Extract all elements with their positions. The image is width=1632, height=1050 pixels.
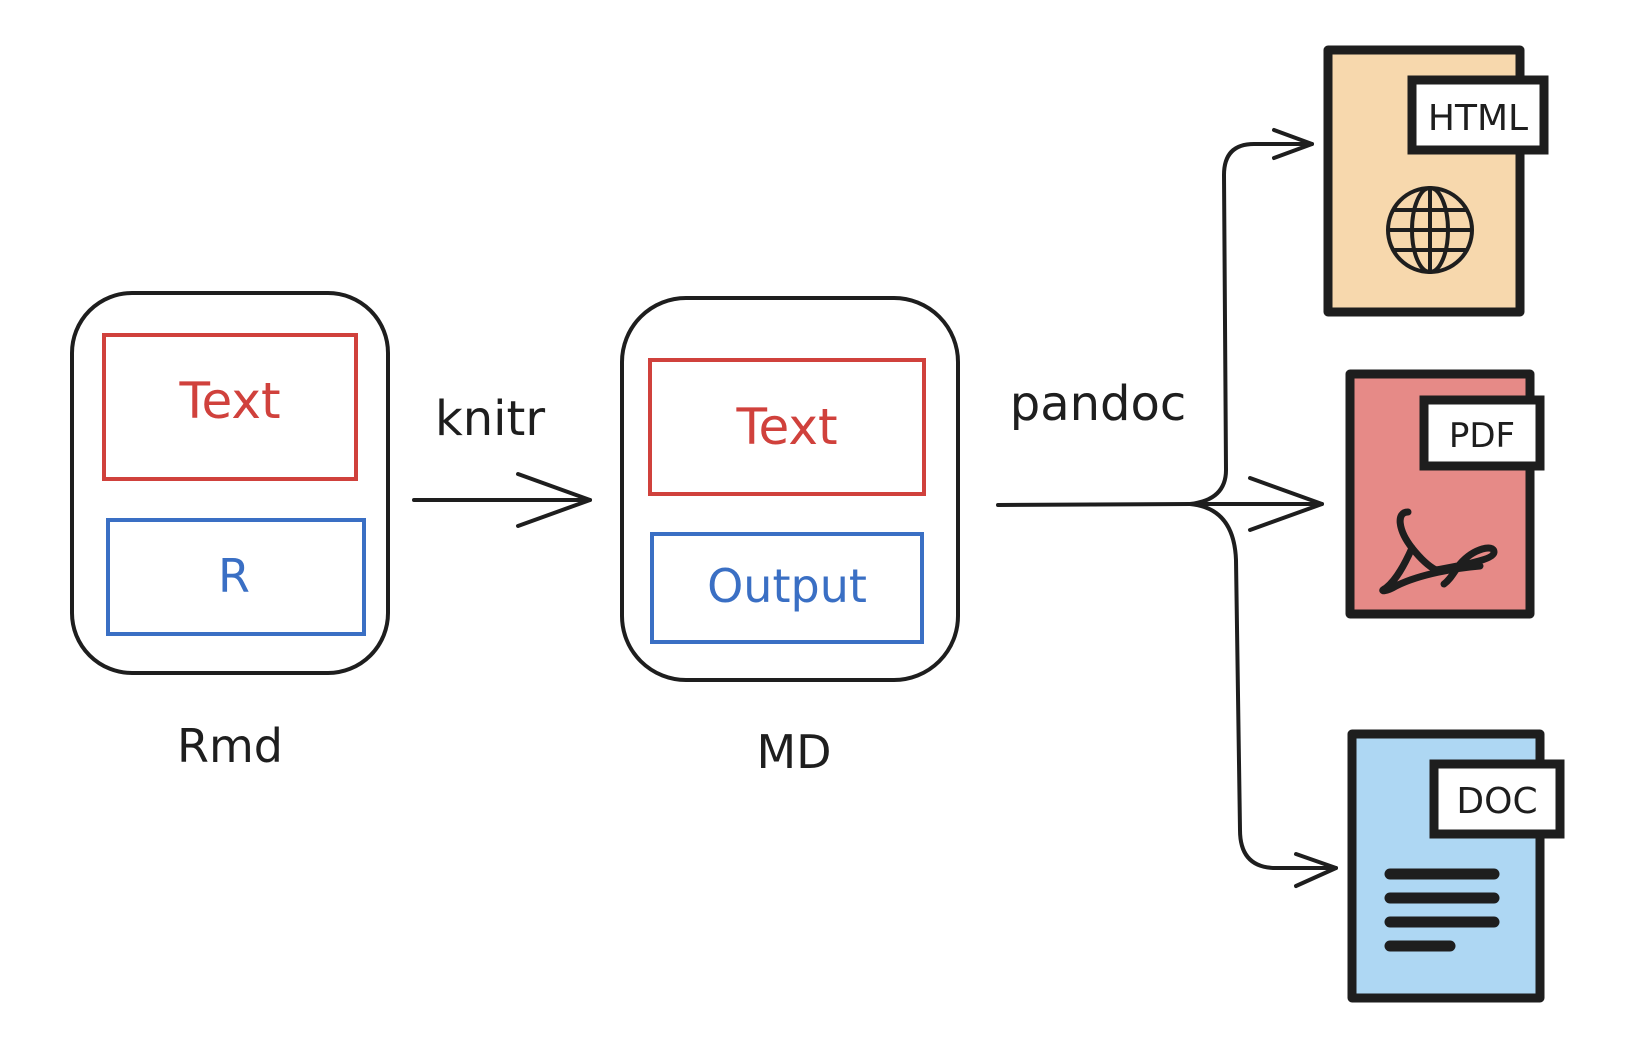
- pdf-tag-box: [1419, 395, 1545, 471]
- rmd-label: Rmd: [177, 719, 283, 773]
- html-tag-box: [1407, 75, 1549, 155]
- knitr-arrow-head: [516, 472, 592, 528]
- md-container: [620, 296, 960, 682]
- knitr-label: knitr: [435, 391, 545, 447]
- text-lines-icon: [1384, 868, 1500, 952]
- html-output-document: HTML: [1323, 45, 1549, 317]
- branch-to-doc: [1188, 502, 1338, 870]
- branch-to-html: [1188, 142, 1314, 506]
- pdf-arrow-head: [1248, 476, 1324, 532]
- html-arrow-head: [1272, 128, 1314, 160]
- rmd-code-label: R: [218, 549, 250, 603]
- pandoc-label: pandoc: [1010, 376, 1187, 432]
- pdf-tag-label: PDF: [1449, 416, 1515, 456]
- md-label: MD: [756, 725, 831, 779]
- doc-tag-label: DOC: [1456, 781, 1537, 822]
- md-output-block: [650, 532, 924, 644]
- rmd-text-block: [102, 333, 358, 481]
- doc-arrow-head: [1294, 852, 1338, 888]
- rmd-text-label: Text: [178, 372, 280, 430]
- md-text-block: [648, 358, 926, 496]
- globe-icon: [1386, 186, 1474, 274]
- md-output-label: Output: [707, 559, 867, 613]
- md-text-label: Text: [735, 398, 837, 456]
- html-tag-label: HTML: [1428, 98, 1528, 139]
- pandoc-arrows: pandoc: [996, 128, 1338, 888]
- doc-tag-box: [1429, 759, 1565, 839]
- rmd-code-block: [106, 518, 366, 636]
- md-node: Text Output MD: [620, 296, 960, 779]
- pandoc-arrow-trunk: [996, 502, 1192, 507]
- pdf-output-document: PDF: [1345, 369, 1545, 619]
- rmd-node: Text R Rmd: [70, 291, 390, 773]
- doc-output-document: DOC: [1347, 729, 1565, 1003]
- rmd-container: [70, 291, 390, 675]
- knitr-arrow: knitr: [412, 391, 592, 528]
- acrobat-icon: [1379, 508, 1498, 595]
